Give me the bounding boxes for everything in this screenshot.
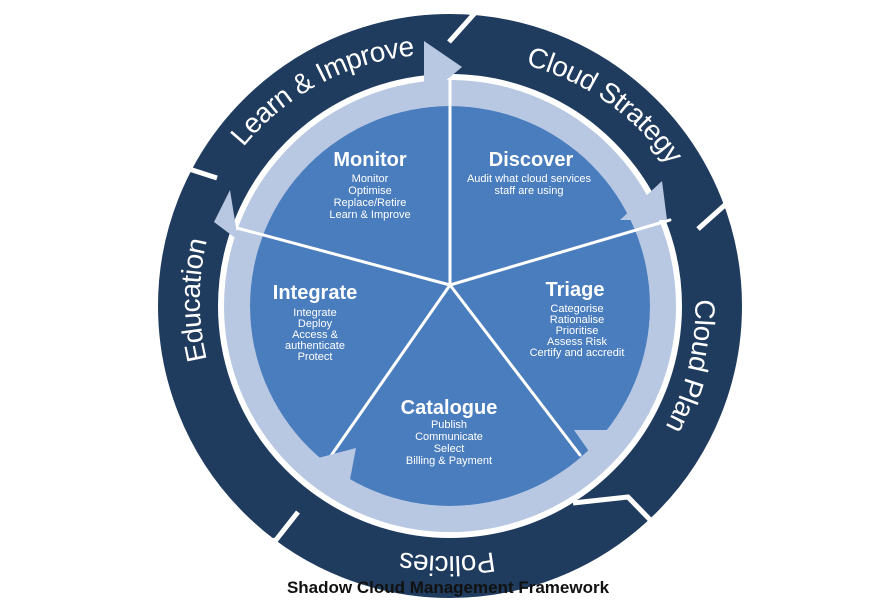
segment-title-monitor: Monitor	[333, 149, 407, 171]
seam-strategy-plan	[696, 154, 743, 231]
divider-catalogue-integrate	[326, 283, 452, 462]
outer-ring	[158, 14, 742, 598]
segment-discover: Discover Audit what cloud services staff…	[467, 149, 592, 197]
segment-item: Audit what cloud services	[467, 173, 592, 185]
arrowhead-into-integrate	[318, 448, 356, 490]
segment-item: Replace/Retire	[334, 197, 407, 209]
segment-items-discover: Audit what cloud services staff are usin…	[467, 173, 592, 197]
cycle-arrowheads	[214, 41, 667, 490]
segment-item: Categorise	[550, 303, 603, 315]
arrowhead-into-discover	[424, 41, 462, 99]
seam-education-learn	[160, 165, 218, 189]
segment-item: Deploy	[298, 318, 333, 330]
segment-item: Monitor	[352, 173, 389, 185]
segment-item: staff are using	[495, 185, 564, 197]
seam-plan-policies	[572, 494, 662, 532]
segment-item: Optimise	[348, 185, 391, 197]
segment-item: Communicate	[415, 431, 483, 443]
segment-items-catalogue: Publish Communicate Select Billing & Pay…	[406, 419, 492, 467]
outer-label-policies: Policies	[397, 547, 498, 582]
diagram-caption: Shadow Cloud Management Framework	[286, 578, 610, 597]
segment-item: Integrate	[293, 307, 336, 319]
segment-item: Access &	[292, 329, 339, 341]
process-pie	[250, 106, 650, 506]
segment-catalogue: Catalogue Publish Communicate Select Bil…	[401, 397, 498, 467]
seam-policies-education	[251, 510, 300, 547]
segment-item: Rationalise	[550, 314, 604, 326]
segment-items-triage: Categorise Rationalise Prioritise Assess…	[530, 303, 625, 359]
divider-integrate-monitor	[224, 223, 452, 287]
arrowhead-into-monitor	[214, 190, 238, 240]
ring-seams	[160, 0, 743, 547]
arrowhead-into-catalogue	[574, 430, 626, 467]
segment-text: Discover Audit what cloud services staff…	[273, 149, 625, 467]
segment-integrate: Integrate Integrate Deploy Access & auth…	[273, 282, 357, 363]
segment-title-catalogue: Catalogue	[401, 397, 498, 419]
divider-triage-catalogue	[448, 283, 582, 457]
segment-items-monitor: Monitor Optimise Replace/Retire Learn & …	[329, 173, 410, 221]
segment-item: Assess Risk	[547, 336, 607, 348]
segment-item: Certify and accredit	[530, 347, 625, 359]
segment-item: authenticate	[285, 340, 345, 352]
segment-items-integrate: Integrate Deploy Access & authenticate P…	[285, 307, 345, 363]
segment-monitor: Monitor Monitor Optimise Replace/Retire …	[329, 149, 410, 221]
segment-item: Protect	[298, 351, 333, 363]
segment-title-discover: Discover	[489, 149, 574, 171]
seam-learn-strategy	[447, 0, 486, 44]
arrowhead-into-triage	[620, 181, 667, 220]
segment-title-triage: Triage	[546, 279, 605, 301]
segment-item: Learn & Improve	[329, 209, 410, 221]
segment-item: Prioritise	[556, 325, 599, 337]
segment-item: Publish	[431, 419, 467, 431]
segment-triage: Triage Categorise Rationalise Prioritise…	[530, 279, 625, 359]
divider-discover-triage	[448, 218, 672, 287]
segment-dividers	[224, 74, 672, 462]
segment-item: Select	[434, 443, 465, 455]
segment-title-integrate: Integrate	[273, 282, 357, 304]
segment-item: Billing & Payment	[406, 455, 492, 467]
